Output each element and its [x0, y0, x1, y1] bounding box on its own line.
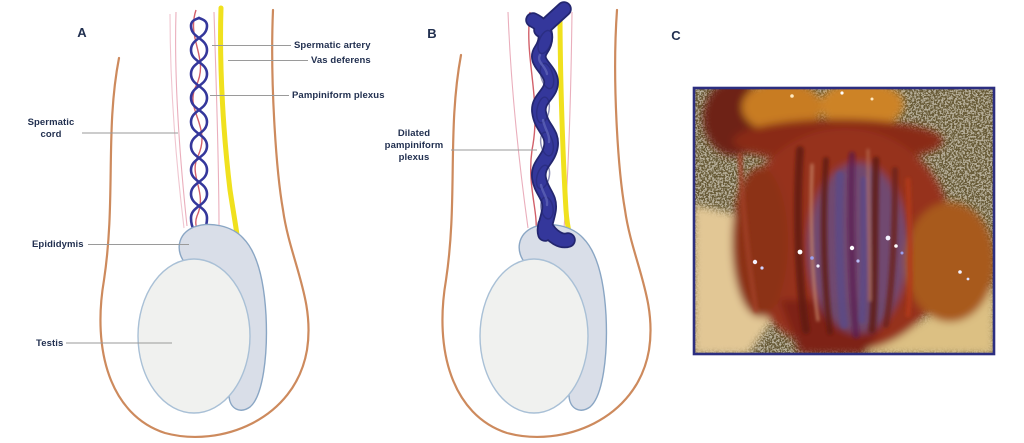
intraoperative-photo	[694, 88, 994, 354]
label-spermatic-artery: Spermatic artery	[294, 40, 371, 51]
panel-c-intraoperative-photo	[692, 86, 996, 356]
panel-a-normal-anatomy	[66, 5, 310, 438]
label-epididymis: Epididymis	[32, 239, 84, 250]
dilated-pampiniform-plexus-shape	[525, 1, 576, 249]
label-dilated-pampiniform-plexus: Dilated pampiniform plexus	[384, 128, 444, 163]
photo-border	[692, 86, 996, 356]
panel-letter-c: C	[671, 28, 681, 43]
testis-shape	[137, 258, 251, 414]
leader-lines	[66, 45, 308, 344]
label-spermatic-cord: Spermatic cord	[27, 117, 75, 140]
label-testis: Testis	[36, 338, 64, 349]
panel-letter-b: B	[427, 26, 437, 41]
fascia-lines	[169, 11, 220, 229]
scrotum-outline	[99, 8, 310, 438]
vas-deferens-line	[218, 5, 242, 252]
panel-b-varicocele	[441, 1, 652, 438]
label-vas-deferens: Vas deferens	[311, 55, 371, 66]
label-pampiniform-plexus: Pampiniform plexus	[292, 90, 385, 101]
panel-letter-a: A	[77, 25, 87, 40]
specular-glints	[752, 91, 970, 281]
spermatic-artery-line	[192, 9, 203, 235]
scrotum-outline	[441, 8, 652, 438]
testis-shape	[479, 258, 589, 414]
pampiniform-plexus-braid	[189, 16, 209, 239]
vas-deferens-line	[557, 7, 579, 255]
